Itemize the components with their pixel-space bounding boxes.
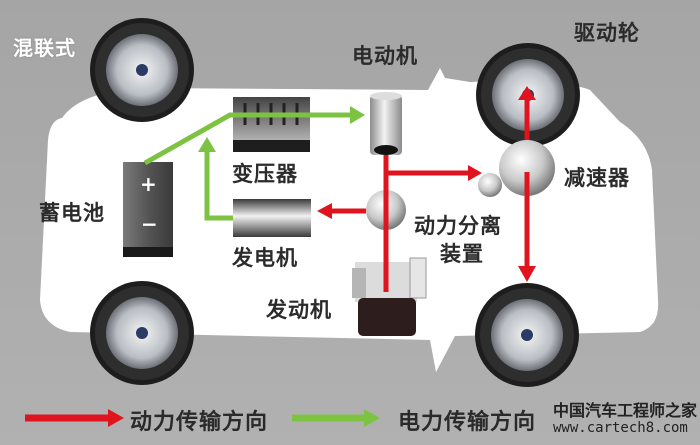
wheel-front-left bbox=[90, 18, 194, 122]
diagram-title: 混联式 bbox=[13, 36, 76, 60]
battery-minus-sign: − bbox=[141, 212, 158, 236]
green-arrowhead-up bbox=[198, 137, 216, 152]
green-arrowhead-to-motor bbox=[350, 106, 365, 124]
label-inverter: 变压器 bbox=[232, 162, 298, 186]
legend-electric-flow-label: 电力传输方向 bbox=[398, 410, 537, 435]
label-generator: 发电机 bbox=[232, 246, 298, 270]
motor bbox=[370, 92, 402, 155]
red-arrowhead-to-reducer bbox=[468, 165, 482, 181]
label-battery: 蓄电池 bbox=[39, 201, 105, 225]
label-engine: 发动机 bbox=[266, 298, 332, 322]
label-drive-wheel: 驱动轮 bbox=[574, 21, 640, 45]
wheel-rear-left bbox=[90, 281, 194, 385]
battery bbox=[123, 162, 173, 257]
battery-plus-sign: + bbox=[140, 172, 157, 196]
engine bbox=[352, 257, 427, 336]
label-reducer: 减速器 bbox=[564, 166, 630, 190]
watermark-url: www.cartech8.com bbox=[553, 420, 688, 436]
power-flow-arrows bbox=[330, 96, 530, 292]
legend-power-flow-label: 动力传输方向 bbox=[130, 410, 269, 435]
red-arrowhead-to-front-wheel bbox=[518, 86, 536, 100]
wheel-rear-right bbox=[475, 283, 579, 387]
label-power-split-1: 动力分离 bbox=[414, 214, 502, 238]
label-power-split-2: 装置 bbox=[440, 242, 484, 266]
legend-green-arrowhead bbox=[364, 409, 380, 427]
inverter bbox=[233, 97, 310, 152]
legend-red-arrowhead bbox=[108, 409, 124, 427]
watermark-name: 中国汽车工程师之家 bbox=[553, 401, 698, 420]
red-arrowhead-to-generator bbox=[317, 203, 332, 219]
red-arrowhead-to-rear-wheel bbox=[518, 266, 536, 282]
generator bbox=[233, 199, 311, 237]
label-motor: 电动机 bbox=[352, 44, 418, 68]
electric-flow-arrows bbox=[143, 112, 352, 221]
reducer bbox=[478, 140, 555, 197]
